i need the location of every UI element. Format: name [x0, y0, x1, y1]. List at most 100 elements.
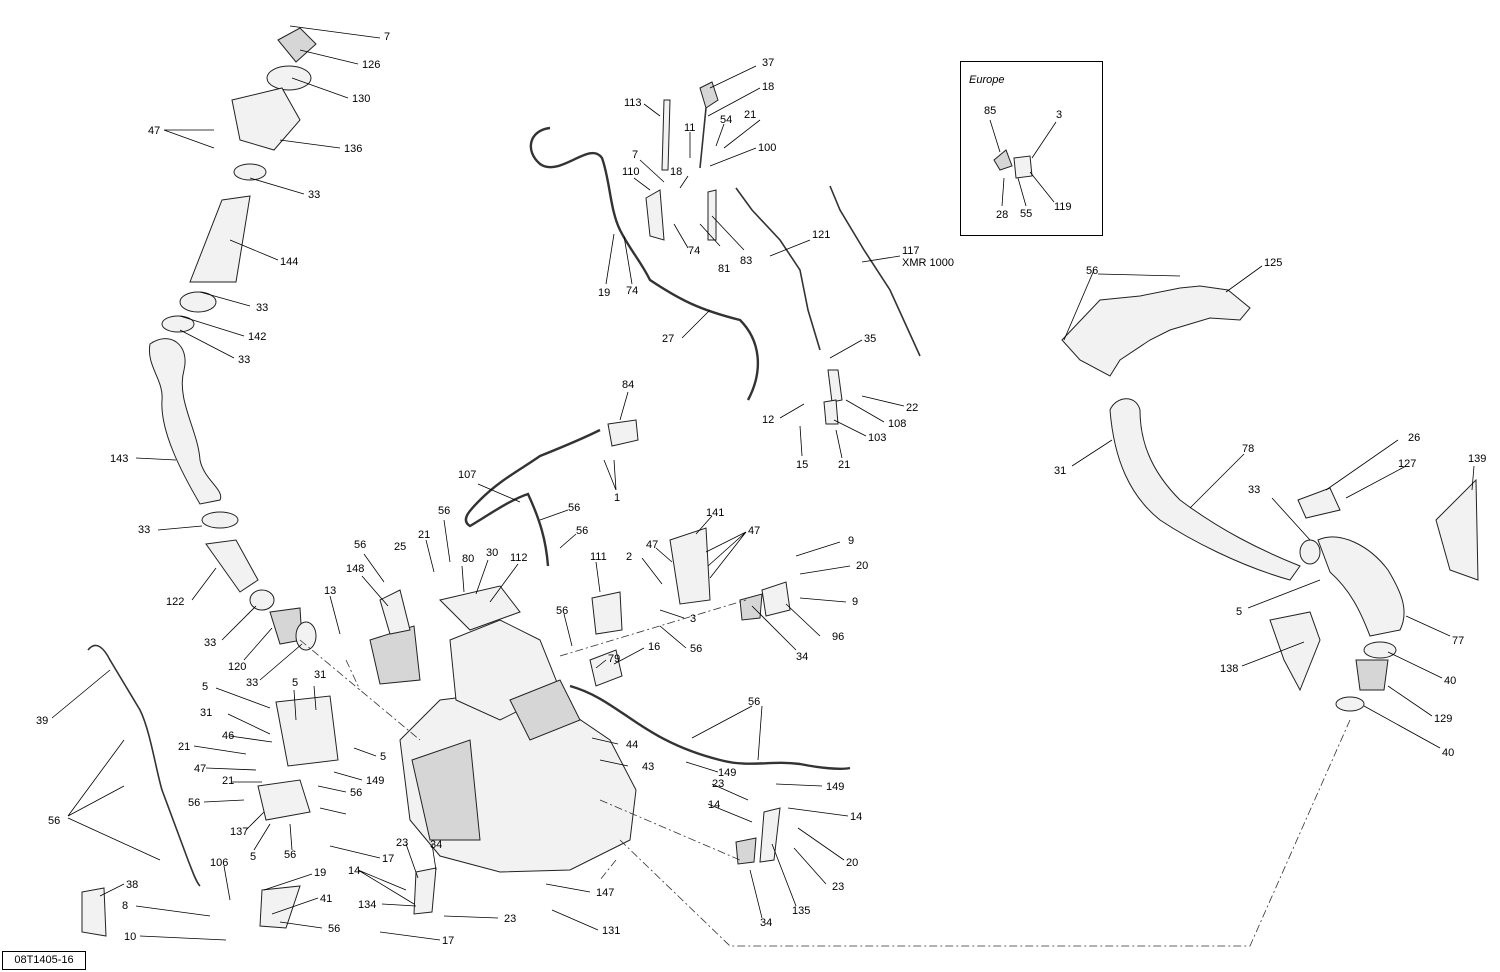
- callout-9: 9: [852, 596, 858, 608]
- rod-121: [735, 187, 821, 351]
- callout-56: 56: [188, 797, 200, 809]
- callout-74: 74: [626, 285, 638, 297]
- inset-parts: [993, 149, 1033, 179]
- callout-81: 81: [718, 263, 730, 275]
- callout-5: 5: [380, 751, 386, 763]
- callout-33: 33: [1248, 484, 1260, 496]
- harness-107: [464, 428, 601, 567]
- alignment-lines: [299, 599, 1351, 947]
- callout-11: 11: [684, 122, 695, 134]
- callout-3: 56: [690, 643, 702, 655]
- hose-56-149: [569, 684, 851, 770]
- rod-39: [87, 644, 201, 887]
- callout-34: 34: [760, 917, 772, 929]
- callout-1: 1: [614, 492, 620, 504]
- callout-112: 112: [510, 552, 528, 564]
- callout-78: 78: [1242, 443, 1254, 455]
- callout-9: 9: [848, 535, 854, 547]
- choke-lever-assembly: [645, 81, 719, 241]
- callout-5: 5: [250, 851, 256, 863]
- callout-47: 47: [646, 539, 658, 551]
- callout-21: 21: [744, 109, 756, 121]
- callout-131: 131: [602, 925, 620, 937]
- callout-27: 27: [662, 333, 674, 345]
- callout-16: 16: [648, 641, 660, 653]
- reference-code: 08T1405-16: [2, 951, 86, 970]
- callout-134: 134: [358, 899, 376, 911]
- callout-5: 5: [202, 681, 208, 693]
- callout-5: 5: [1236, 606, 1242, 618]
- callout-137: 137: [230, 826, 248, 838]
- callout-130: 130: [352, 93, 370, 105]
- callout-17: 17: [442, 935, 454, 947]
- bracket-108: [823, 369, 843, 425]
- callout-41: 41: [320, 893, 332, 905]
- callout-33: 33: [256, 302, 268, 314]
- callout-39: 39: [36, 715, 48, 727]
- callout-120: 120: [228, 661, 246, 673]
- callout-xmr-1000: XMR 1000: [902, 257, 954, 269]
- callout-33: 33: [246, 677, 258, 689]
- callout-117: 117: [902, 245, 920, 257]
- callout-143: 143: [110, 453, 128, 465]
- callout-2: 3: [690, 613, 696, 625]
- callout-79: 79: [608, 653, 620, 665]
- callout-33: 33: [308, 189, 320, 201]
- callout-21: 21: [838, 459, 850, 471]
- callout-84: 84: [622, 379, 634, 391]
- callout-20: 20: [846, 857, 858, 869]
- callout-19: 19: [598, 287, 610, 299]
- callout-111: 111: [590, 551, 607, 563]
- callout-138: 138: [1220, 663, 1238, 675]
- callout-43: 43: [642, 761, 654, 773]
- callout-56: 56: [350, 787, 362, 799]
- callout-26: 26: [1408, 432, 1420, 444]
- callout-54: 54: [720, 114, 732, 126]
- callout-17: 17: [382, 853, 394, 865]
- callout-56: 56: [328, 923, 340, 935]
- callout-121: 121: [812, 229, 830, 241]
- callout-31: 31: [200, 707, 212, 719]
- callout-148: 148: [346, 563, 364, 575]
- callout-80: 80: [462, 553, 474, 565]
- callout-47: 47: [748, 525, 760, 537]
- callout-12: 12: [762, 414, 774, 426]
- callout-56: 56: [354, 539, 366, 551]
- engine-mount-brackets: [81, 419, 791, 937]
- callout-33: 33: [238, 354, 250, 366]
- air-intake-assembly: [148, 27, 317, 651]
- callout-127: 127: [1398, 458, 1416, 470]
- callout-40: 40: [1442, 747, 1454, 759]
- callout-103: 103: [868, 432, 886, 444]
- callout-122: 122: [166, 596, 184, 608]
- callout-126: 126: [362, 59, 380, 71]
- callout-28: 28: [996, 209, 1008, 221]
- callout-15: 15: [796, 459, 808, 471]
- callout-47: 47: [148, 125, 160, 137]
- callout-56: 56: [438, 505, 450, 517]
- callout-34: 34: [430, 839, 442, 851]
- callout-30: 30: [486, 547, 498, 559]
- callout-96: 96: [832, 631, 844, 643]
- callout-23: 23: [396, 837, 408, 849]
- callout-142: 142: [248, 331, 266, 343]
- callout-110: 110: [622, 166, 640, 178]
- callout-23: 23: [832, 881, 844, 893]
- callout-labels: 7 126 130 47 136 33 144 33 142 33 143 33…: [36, 31, 1486, 947]
- callout-8: 8: [122, 900, 128, 912]
- callout-55: 55: [1020, 208, 1032, 220]
- callout-31: 31: [314, 669, 326, 681]
- callout-5: 5: [292, 677, 298, 689]
- callout-100: 100: [758, 142, 776, 154]
- callout-56: 56: [556, 605, 568, 617]
- callout-147: 147: [596, 887, 614, 899]
- callout-74: 74: [688, 245, 700, 257]
- throttle-cable: [529, 126, 760, 401]
- callout-23: 23: [712, 778, 724, 790]
- callout-18: 18: [670, 166, 682, 178]
- callout-21: 21: [418, 529, 430, 541]
- callout-14: 14: [348, 865, 360, 877]
- heat-shield-125: [1061, 285, 1251, 377]
- callout-149: 149: [366, 775, 384, 787]
